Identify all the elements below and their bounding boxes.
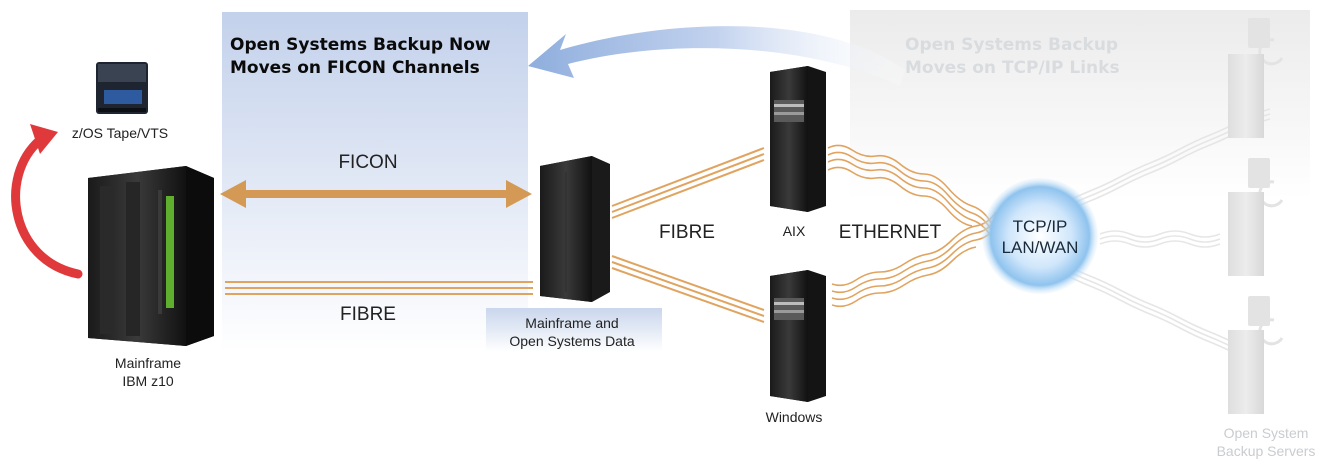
backup-servers-label-line1: Open System: [1223, 425, 1309, 441]
aix-server-icon: [770, 66, 826, 212]
storage-rack-icon: [540, 156, 610, 302]
aix-label: AIX: [782, 223, 806, 239]
windows-label: Windows: [765, 409, 823, 425]
windows-server-icon: [770, 270, 826, 402]
ethernet-label: ETHERNET: [838, 222, 942, 243]
loop-arrow: [11, 124, 83, 279]
tape-cartridge-icon: [96, 62, 148, 114]
tcpip-headline-line1: Open Systems Backup: [905, 35, 1119, 55]
network-label: TCP/IP LAN/WAN: [1002, 216, 1079, 258]
fibre-lines-servers: [611, 147, 765, 323]
tcpip-headline-line2: Moves on TCP/IP Links: [905, 58, 1120, 78]
tape-label: z/OS Tape/VTS: [71, 125, 169, 141]
migration-arrow: [528, 26, 905, 86]
backup-servers-label-line2: Backup Servers: [1216, 443, 1316, 459]
fibre-lines-mainframe: [225, 281, 533, 295]
ficon-label: FICON: [338, 152, 398, 173]
storage-label-line1: Mainframe and: [525, 315, 619, 331]
tcpip-headline: Open Systems Backup Moves on TCP/IP Link…: [905, 34, 1120, 80]
storage-label-line2: Open Systems Data: [509, 333, 635, 349]
fibre-label-mainframe: FIBRE: [340, 304, 396, 325]
mainframe-label-line1: Mainframe: [114, 355, 182, 371]
backup-servers-label: Open System Backup Servers: [1217, 424, 1316, 460]
network-label-line1: TCP/IP: [1012, 217, 1068, 236]
network-cloud-icon: [982, 178, 1098, 294]
ethernet-wavy-links: [827, 144, 997, 308]
fibre-label-servers: FIBRE: [659, 222, 715, 243]
storage-caption-box: [486, 308, 662, 352]
faded-backup-servers: [1228, 18, 1284, 414]
mainframe-icon: [88, 166, 214, 346]
mainframe-label: Mainframe IBM z10: [115, 354, 181, 390]
storage-label: Mainframe and Open Systems Data: [509, 314, 634, 350]
ficon-headline-line2: Moves on FICON Channels: [230, 58, 480, 78]
ficon-headline-line1: Open Systems Backup Now: [230, 35, 491, 55]
ficon-headline-panel: [222, 12, 528, 352]
network-label-line2: LAN/WAN: [1001, 238, 1079, 257]
ficon-headline: Open Systems Backup Now Moves on FICON C…: [230, 34, 491, 80]
mainframe-label-line2: IBM z10: [122, 373, 174, 389]
ficon-arrow: [220, 180, 532, 208]
